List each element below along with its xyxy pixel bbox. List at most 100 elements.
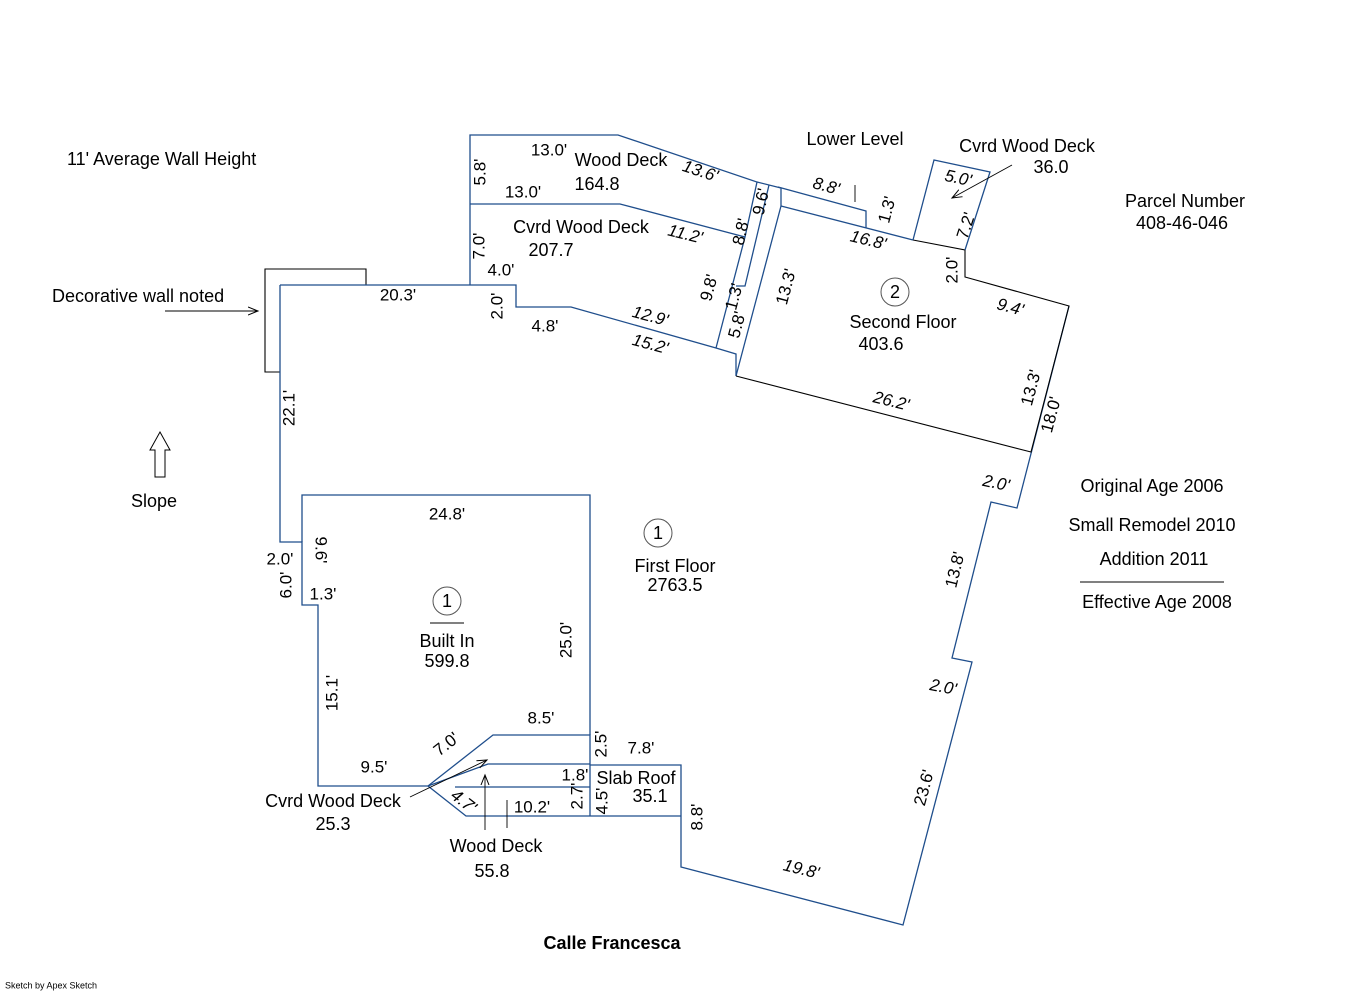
addition: Addition 2011 [1100, 549, 1209, 569]
dimension-label: 2.5' [591, 731, 610, 758]
dimension-label: 13.0' [505, 182, 541, 201]
dimension-label: 13.8' [941, 550, 968, 590]
second-floor-west-edge [735, 205, 782, 377]
dimension-label: 1.3' [721, 281, 746, 312]
dimension-label: 24.8' [429, 504, 465, 523]
slab-roof-area: 35.1 [632, 786, 667, 806]
first-floor-marker-circle [643, 518, 673, 548]
slope-arrow-icon [149, 430, 171, 478]
dimension-label: 25.0' [556, 622, 575, 658]
first-floor-outline-east [590, 305, 1070, 926]
dimension-label: 4.0' [488, 260, 515, 279]
dimension-label: 16.8' [848, 226, 889, 253]
dimension-label: 19.8' [781, 855, 822, 882]
pointers [149, 164, 1224, 830]
effective-age: Effective Age 2008 [1082, 592, 1232, 612]
slope-note: Slope [131, 491, 177, 511]
dimension-label: 13.3' [772, 267, 800, 307]
parcel-number: 408-46-046 [1136, 213, 1228, 233]
area-labels: Wood Deck 164.8 Cvrd Wood Deck 207.7 Cvr… [265, 136, 1096, 881]
dimension-label: 4.8' [532, 316, 559, 335]
small-remodel: Small Remodel 2010 [1068, 515, 1235, 535]
original-age: Original Age 2006 [1080, 476, 1223, 496]
wood-deck-top-name: Wood Deck [575, 150, 669, 170]
dimension-label: 22.1' [279, 390, 298, 426]
dimension-label: 15.1' [322, 675, 341, 711]
second-floor-north-edge [780, 205, 914, 241]
lower-level-note: Lower Level [806, 129, 903, 149]
cvrd-deck-top-name: Cvrd Wood Deck [513, 217, 650, 237]
dimension-label: 4.5' [592, 788, 611, 815]
dimension-label: 13.6' [680, 156, 721, 186]
dimension-label: 8.5' [528, 708, 555, 727]
second-floor-area: 403.6 [858, 334, 903, 354]
wall-height-note: 11' Average Wall Height [67, 149, 256, 169]
cvrd-deck-right-name: Cvrd Wood Deck [959, 136, 1096, 156]
first-floor-marker: 1 [653, 523, 663, 543]
wood-deck-bottom-outline [427, 785, 681, 817]
dimension-label: 2.0' [927, 675, 959, 699]
wood-deck-bottom-area: 55.8 [474, 861, 509, 881]
dimension-label: 9.8' [696, 272, 721, 303]
first-floor-outline-south [279, 285, 591, 816]
slab-roof-name: Slab Roof [596, 768, 676, 788]
dimension-label: 9.4' [995, 294, 1027, 320]
second-floor-outline [735, 239, 1070, 453]
cvrd-deck-top-divider [470, 203, 746, 238]
second-floor-name: Second Floor [849, 312, 956, 332]
built-in-marker-circle [432, 586, 462, 616]
dimension-label: 5.0' [943, 166, 974, 190]
dimension-label: 7.2' [953, 210, 979, 241]
lower-level-outline [777, 186, 867, 228]
dimension-label: 15.2' [630, 330, 671, 358]
dimension-label: 13.0' [531, 140, 567, 159]
sketch-lines [264, 134, 1070, 926]
decorative-wall-outline [264, 268, 367, 373]
dimension-label: 2.7' [567, 783, 586, 810]
cvrd-deck-bottom-arrow [409, 760, 487, 798]
second-floor-marker-circle [880, 277, 910, 307]
dimension-label: 18.0' [1037, 395, 1065, 435]
dimension-label: 7.8' [628, 738, 655, 757]
dimension-label: 4.7' [447, 785, 480, 817]
dimension-label: 10.2' [514, 797, 550, 816]
dimension-label: 7.0' [469, 233, 488, 260]
dimension-label: 5.8' [724, 309, 749, 340]
built-in-area: 599.8 [424, 651, 469, 671]
dimension-label: 8.8' [687, 804, 706, 831]
apex-credit: Sketch by Apex Sketch [5, 980, 97, 990]
dimension-label: 7.0' [430, 728, 463, 760]
cvrd-deck-bottom-area: 25.3 [315, 814, 350, 834]
first-floor-name: First Floor [635, 556, 716, 576]
dimension-label: 2.0' [487, 293, 506, 320]
dimension-label: 1.3' [310, 584, 337, 603]
cvrd-deck-right-outline [912, 159, 991, 251]
dimension-label: 8.8' [811, 173, 843, 199]
wood-deck-top-outline [469, 134, 758, 349]
cvrd-deck-right-arrow [952, 164, 1013, 198]
dimension-label: 6.0' [276, 572, 295, 599]
first-floor-outline-west [280, 284, 737, 376]
dimension-label: 2.0' [267, 549, 294, 568]
dimension-label: 13.3' [1017, 368, 1045, 408]
built-in-outline [301, 494, 591, 735]
dimension-label: 5.8' [470, 159, 489, 186]
dimension-label: 2.0' [942, 257, 961, 284]
cvrd-deck-bottom-name: Cvrd Wood Deck [265, 791, 402, 811]
area-markers: 2 1 1 [432, 277, 910, 616]
notes: 11' Average Wall Height Decorative wall … [5, 129, 1245, 991]
parcel-label: Parcel Number [1125, 191, 1245, 211]
dimension-label: 26.2' [870, 387, 912, 415]
dimension-label: 23.6' [910, 768, 938, 808]
deck-strip-inner [736, 184, 770, 287]
dimension-label: 9.5' [361, 757, 388, 776]
wood-deck-top-area: 164.8 [574, 174, 619, 194]
second-floor-marker: 2 [890, 282, 900, 302]
built-in-marker: 1 [442, 591, 452, 611]
cvrd-deck-right-area: 36.0 [1033, 157, 1068, 177]
first-floor-area: 2763.5 [647, 575, 702, 595]
built-in-name: Built In [419, 631, 474, 651]
dimension-label: 2.0' [980, 471, 1012, 496]
dimension-label: 1.8' [562, 765, 589, 784]
